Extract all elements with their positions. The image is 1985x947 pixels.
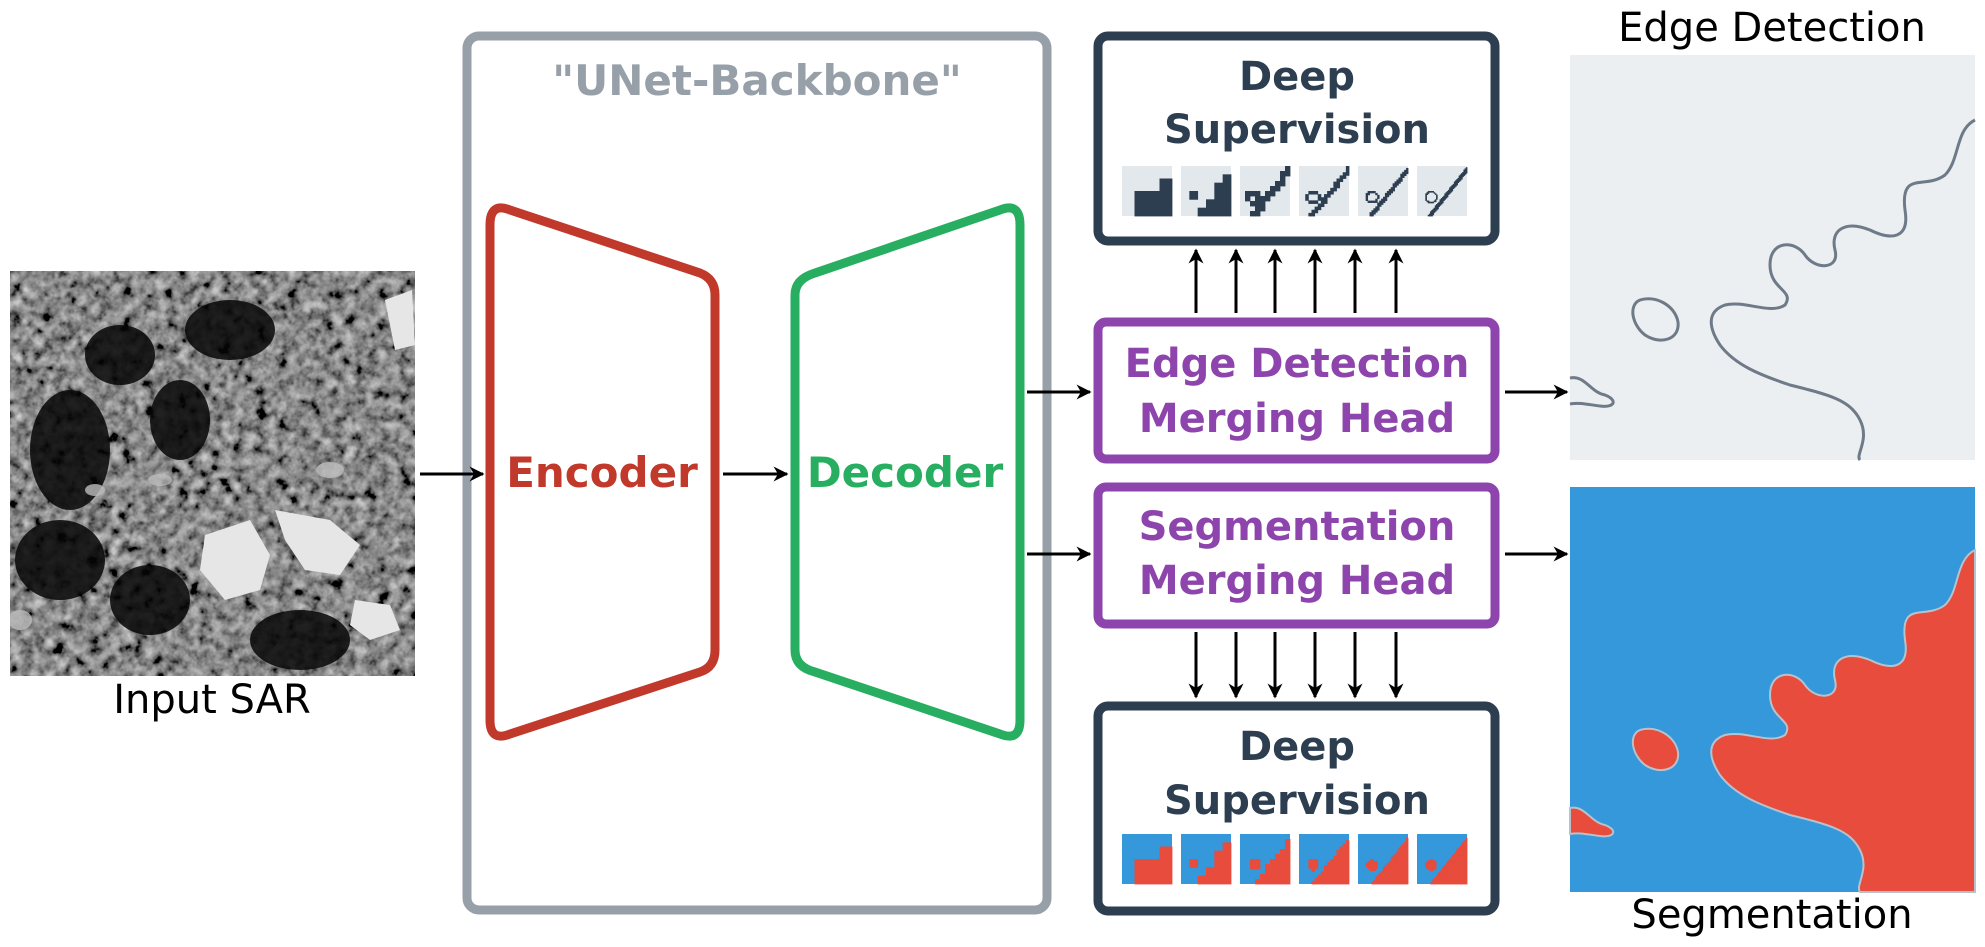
seg-thumbnail-6 [1417, 834, 1468, 885]
deep-supervision-bottom-line2: Supervision [1164, 778, 1430, 824]
edge-output-label: Edge Detection [1618, 5, 1926, 51]
segmentation-output-image [1569, 487, 1976, 893]
seg-thumbnail-1 [1122, 834, 1173, 885]
edge-head-line2: Merging Head [1139, 396, 1455, 442]
edge-head-line1: Edge Detection [1125, 341, 1470, 387]
deep-supervision-bottom-line1: Deep [1239, 724, 1355, 770]
edge-thumbnail-5 [1358, 166, 1409, 217]
seg-thumbnail-5 [1358, 834, 1409, 885]
seg-head-line2: Merging Head [1139, 558, 1455, 604]
input-sar-image [10, 271, 415, 676]
edge-detection-output-image [1569, 55, 1976, 462]
seg-output-label: Segmentation [1631, 892, 1912, 938]
edge-thumbnail-4 [1299, 166, 1350, 217]
seg-head-line1: Segmentation [1139, 504, 1456, 550]
edge-thumbnail-6 [1417, 166, 1468, 217]
seg-land-region [1710, 548, 1976, 893]
edge-left-blob [1569, 376, 1615, 408]
segmentation-head-box [1093, 482, 1500, 629]
seg-thumbnail-3 [1240, 834, 1291, 885]
edge-detection-head-box [1093, 317, 1500, 464]
edge-thumbnail-1 [1122, 166, 1173, 217]
flow-arrows [420, 384, 1569, 562]
seg-thumbnail-2 [1181, 834, 1232, 885]
decoder-block [790, 203, 1025, 741]
deep-supervision-bottom-thumbnails [1122, 834, 1468, 885]
supervision-up-arrows [1188, 248, 1404, 313]
decoder-label: Decoder [807, 448, 1004, 497]
supervision-down-arrows [1188, 632, 1404, 699]
encoder-label: Encoder [506, 448, 698, 497]
seg-thumbnail-4 [1299, 834, 1350, 885]
encoder-block [485, 203, 720, 741]
edge-thumbnail-2 [1181, 166, 1232, 217]
edge-island [1631, 297, 1680, 342]
deep-supervision-top-line1: Deep [1239, 54, 1355, 100]
input-sar-label: Input SAR [113, 677, 311, 723]
seg-island [1631, 727, 1680, 772]
deep-supervision-top-thumbnails [1122, 166, 1468, 217]
edge-thumbnail-3 [1240, 166, 1291, 217]
seg-left-blob [1569, 806, 1615, 838]
deep-supervision-top-line2: Supervision [1164, 107, 1430, 153]
edge-coastline [1709, 118, 1976, 462]
unet-backbone-title: "UNet-Backbone" [552, 56, 962, 105]
